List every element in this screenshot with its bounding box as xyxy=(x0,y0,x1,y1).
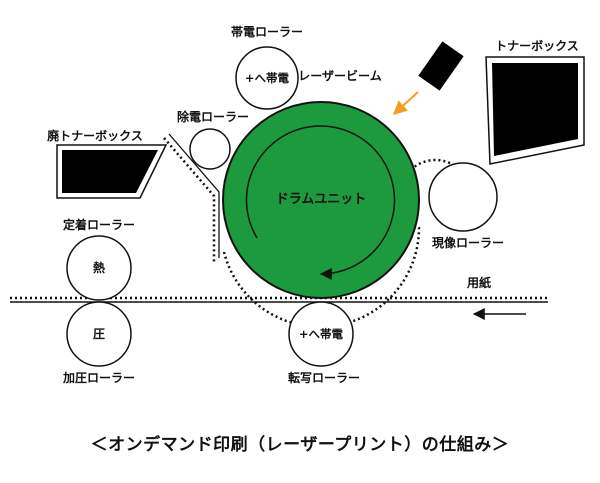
charge-roller-label: 帯電ローラー xyxy=(231,24,303,39)
transfer-roller-inner-label: +へ帯電 xyxy=(299,327,344,341)
laser-beam-label: レーザービーム xyxy=(298,68,381,83)
developing-roller xyxy=(428,162,498,232)
toner-box xyxy=(492,63,578,156)
diagram-caption: ＜オンデマンド印刷（レーザープリント）の仕組み＞ xyxy=(91,434,510,455)
transfer-roller xyxy=(288,301,354,367)
discharge-roller xyxy=(189,128,231,170)
charge-roller-inner-label: +へ帯電 xyxy=(245,71,290,85)
charge-roller xyxy=(235,46,299,110)
drum xyxy=(222,101,420,299)
heat-label: 熱 xyxy=(93,260,105,275)
toner-box-label: トナーボックス xyxy=(495,38,579,53)
discharge-roller-label: 除電ローラー xyxy=(177,109,249,124)
laser-beam-arrow xyxy=(392,91,419,115)
developing-roller-label: 現像ローラー xyxy=(432,235,504,250)
paper-label: 用紙 xyxy=(466,275,491,290)
pressure-roller xyxy=(66,301,132,367)
drum-rotation-arrow xyxy=(245,125,396,280)
drum-toner-dotted-arc xyxy=(222,158,453,329)
fixing-roller xyxy=(66,235,132,301)
fixing-roller-label: 定着ローラー xyxy=(63,217,135,232)
transfer-roller-label: 転写ローラー xyxy=(288,370,360,385)
waste-toner-dotted-path xyxy=(163,137,216,262)
pressure-roller-label: 加圧ローラー xyxy=(62,370,135,385)
drum-unit-label: ドラムユニット xyxy=(276,192,367,207)
waste-toner-solid-path xyxy=(168,133,220,258)
laser-unit xyxy=(418,41,464,91)
pressure-label: 圧 xyxy=(93,327,105,341)
waste-toner-box-label: 廃トナーボックス xyxy=(47,128,143,143)
waste-toner-box xyxy=(62,150,158,193)
